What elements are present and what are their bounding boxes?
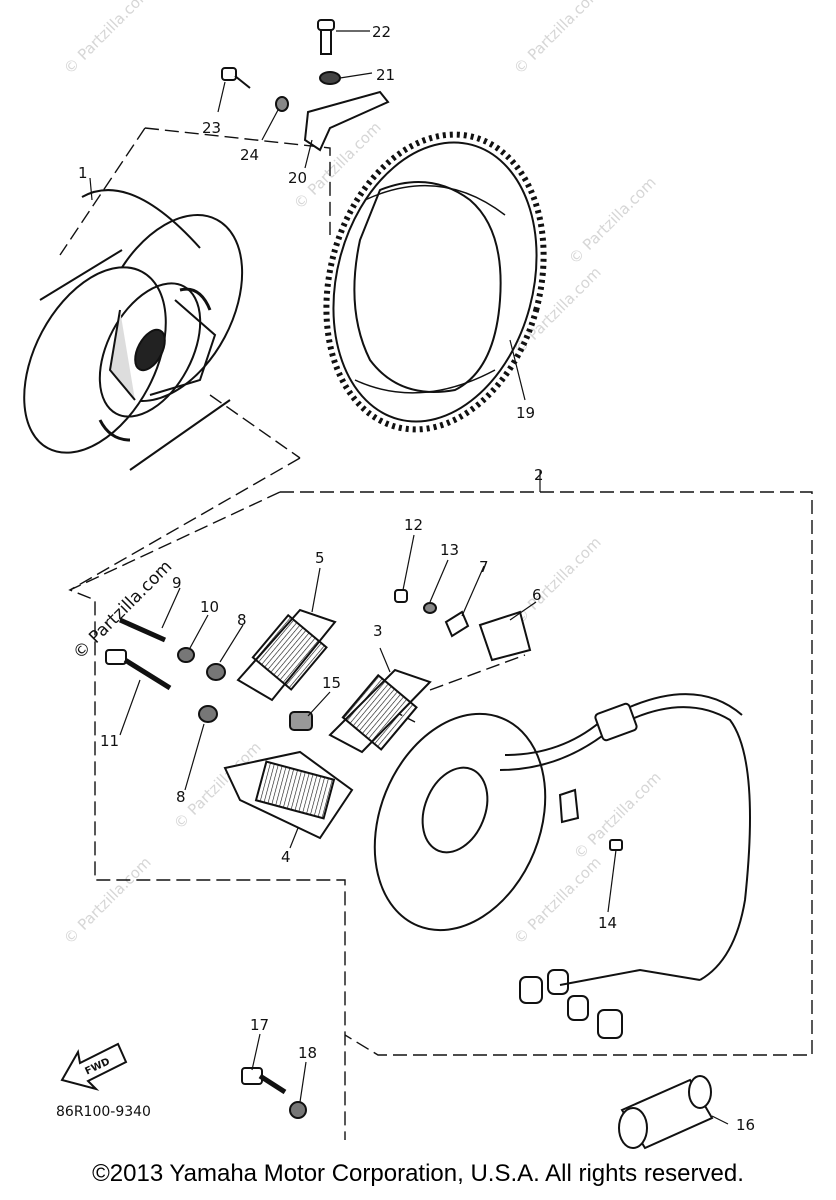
- callout-24: 24: [240, 146, 259, 164]
- stator-parts: [105, 589, 532, 840]
- callout-7: 7: [479, 558, 489, 576]
- diagram-code: 86R100-9340: [56, 1104, 151, 1120]
- callout-1: 1: [78, 164, 88, 182]
- top-hardware: [221, 19, 390, 152]
- flywheel: [23, 189, 244, 471]
- callout-14: 14: [598, 914, 617, 932]
- callout-labels: 1 2 3 4 5 6 7 8 8 9 10 11 12 13 14 15 16…: [78, 23, 755, 1134]
- leader-lines: [89, 30, 729, 1125]
- watermark: © Partzilla.com: [290, 118, 385, 213]
- copyright-notice: ©2013 Yamaha Motor Corporation, U.S.A. A…: [92, 1160, 744, 1187]
- callout-21: 21: [376, 66, 395, 84]
- callout-8a: 8: [237, 611, 247, 629]
- callout-12: 12: [404, 516, 423, 534]
- watermark: © Partzilla.com: [510, 0, 605, 78]
- stator-plate: [241, 693, 751, 1150]
- callout-5: 5: [315, 549, 325, 567]
- callout-18: 18: [298, 1044, 317, 1062]
- callout-17: 17: [250, 1016, 269, 1034]
- watermark: © Partzilla.com: [510, 533, 605, 628]
- callout-16: 16: [736, 1116, 755, 1134]
- callout-20: 20: [288, 169, 307, 187]
- callout-8b: 8: [176, 788, 186, 806]
- callout-13: 13: [440, 541, 459, 559]
- callout-3: 3: [373, 622, 383, 640]
- ring-gear: [323, 131, 547, 433]
- watermark-main: © Partzilla.com: [69, 557, 176, 664]
- callout-2: 2: [534, 466, 544, 484]
- callout-23: 23: [202, 119, 221, 137]
- diagram-canvas: © Partzilla.com © Partzilla.com © Partzi…: [23, 0, 813, 1150]
- callout-4: 4: [281, 848, 291, 866]
- watermark: © Partzilla.com: [60, 853, 155, 948]
- callout-9: 9: [172, 574, 182, 592]
- callout-15: 15: [322, 674, 341, 692]
- callout-6: 6: [532, 586, 542, 604]
- callout-19: 19: [516, 404, 535, 422]
- fwd-arrow: FWD: [60, 1042, 128, 1091]
- watermark: © Partzilla.com: [60, 0, 155, 78]
- callout-11: 11: [100, 732, 119, 750]
- callout-10: 10: [200, 598, 219, 616]
- callout-22: 22: [372, 23, 391, 41]
- watermark: © Partzilla.com: [565, 173, 660, 268]
